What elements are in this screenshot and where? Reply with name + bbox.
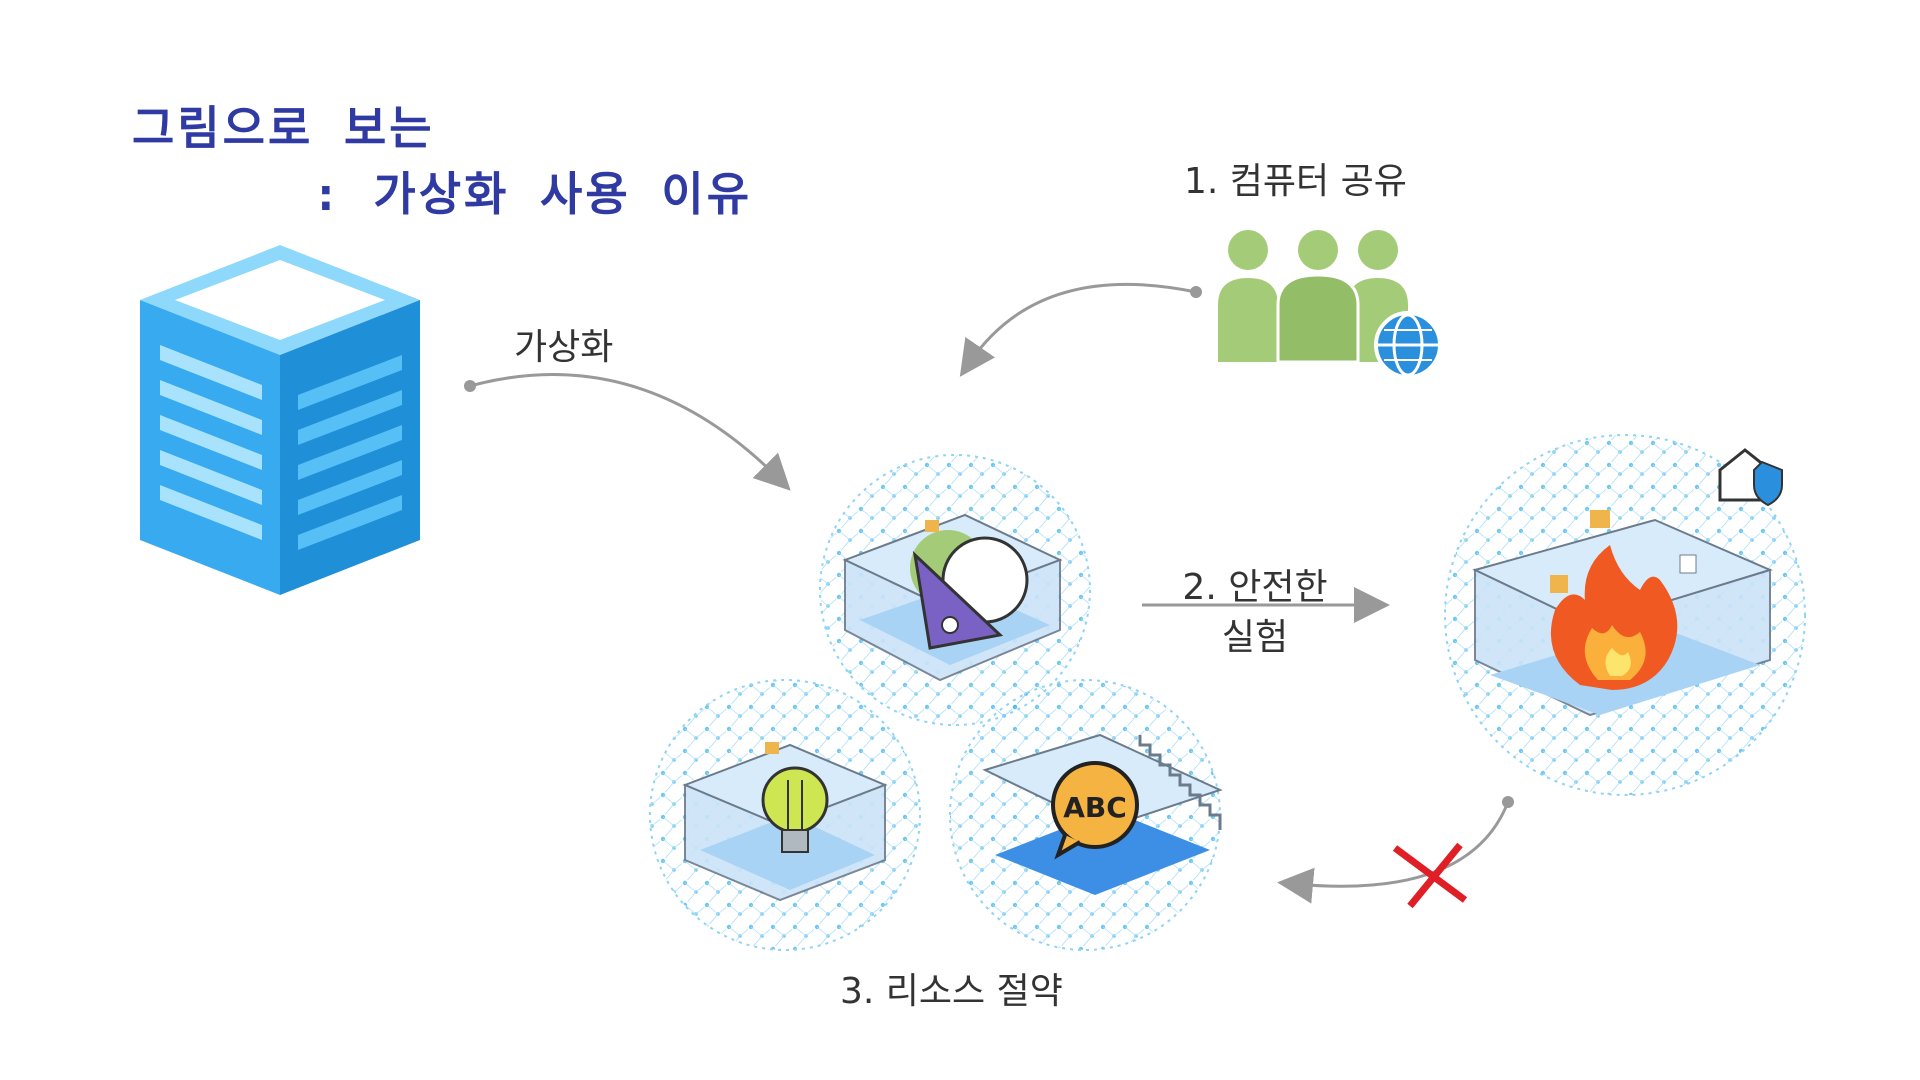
arrow-sharing [959,282,1202,377]
arrow-blocked [1277,796,1514,904]
abc-text: ABC [1063,791,1127,824]
vm-sphere-bulb [649,679,921,951]
page-title-line2: : 가상화 사용 이유 [312,167,753,221]
page-title-line1: 그림으로 보는 [132,101,435,155]
reason-2-label-line1: 2. 안전한 [1182,567,1328,608]
users-icon [1218,230,1408,364]
house-shield-icon [1718,448,1783,507]
vm-sphere-abc: ABC [949,679,1223,951]
cross-icon [1392,842,1468,909]
arrow-virtualization [464,373,791,491]
vm-sphere-fire [1444,434,1806,796]
reason-2-label-line2: 실험 [1221,617,1289,658]
reason-1-label: 1. 컴퓨터 공유 [1184,161,1407,202]
vm-sphere-tools [819,454,1091,726]
globe-icon [1374,311,1442,379]
virtualization-label: 가상화 [514,327,614,368]
reason-3-label: 3. 리소스 절약 [840,971,1063,1012]
server-icon [140,245,420,595]
